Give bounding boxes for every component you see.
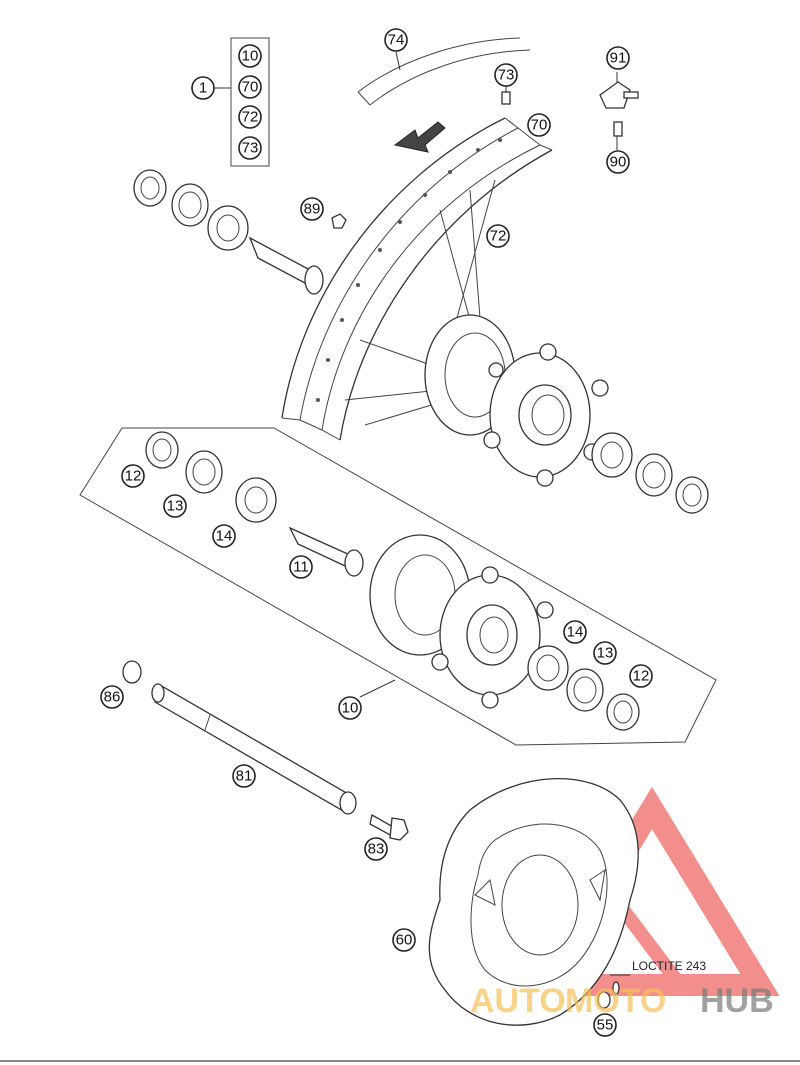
- svg-text:72: 72: [242, 109, 259, 126]
- rotation-arrow: [393, 121, 446, 153]
- svg-text:70: 70: [531, 117, 548, 134]
- nut-part: [331, 213, 347, 229]
- callout-86: 86: [100, 685, 124, 709]
- callout-89: 89: [300, 197, 324, 221]
- hub-assembled-part: [424, 314, 609, 487]
- bottom-divider: [0, 1060, 800, 1062]
- svg-text:55: 55: [597, 1017, 614, 1034]
- top-right-bearings: [591, 432, 709, 514]
- svg-text:74: 74: [388, 32, 405, 49]
- svg-text:1: 1: [199, 80, 207, 97]
- svg-text:13: 13: [597, 645, 614, 662]
- svg-text:70: 70: [242, 79, 259, 96]
- hub-kit-bearings-right: [527, 645, 640, 731]
- valve-stem-part: [613, 121, 623, 150]
- kit-group-box: [212, 37, 270, 167]
- hub-body-part: [369, 534, 554, 709]
- svg-text:91: 91: [610, 50, 627, 67]
- svg-text:89: 89: [304, 201, 321, 218]
- svg-text:90: 90: [610, 154, 627, 171]
- axle-part: [151, 683, 357, 815]
- callout-1: 1: [191, 76, 215, 100]
- svg-text:73: 73: [242, 140, 259, 157]
- callout-73: 73: [494, 63, 518, 87]
- callout-72: 72: [486, 224, 510, 248]
- svg-text:MOTO: MOTO: [565, 982, 666, 1020]
- callout-73-kit: 73: [238, 136, 262, 160]
- hub-kit-outline: [79, 427, 717, 746]
- callout-14-right: 14: [563, 620, 587, 644]
- top-left-bearings: [133, 169, 324, 295]
- callout-55: 55: [593, 1013, 617, 1037]
- svg-text:73: 73: [498, 67, 515, 84]
- svg-text:60: 60: [396, 932, 413, 949]
- svg-text:AUTO: AUTO: [470, 982, 566, 1020]
- callout-13-left: 13: [163, 494, 187, 518]
- callout-81: 81: [232, 764, 256, 788]
- callout-10: 10: [338, 696, 362, 720]
- callout-91: 91: [606, 46, 630, 70]
- callout-12-left: 12: [121, 464, 145, 488]
- disc-screw-part: [597, 974, 630, 1009]
- callout-12-right: 12: [629, 664, 653, 688]
- spacer-part: [122, 660, 142, 684]
- svg-text:11: 11: [293, 559, 309, 576]
- svg-text:72: 72: [490, 228, 507, 245]
- callout-13-right: 13: [593, 641, 617, 665]
- callout-10-kit: 10: [238, 44, 262, 68]
- svg-text:14: 14: [567, 624, 584, 641]
- svg-text:10: 10: [242, 48, 259, 65]
- callout-11: 11: [289, 555, 313, 579]
- callout-70-kit: 70: [238, 75, 262, 99]
- loctite-note: LOCTITE 243: [632, 959, 706, 973]
- svg-text:HUB: HUB: [700, 982, 774, 1020]
- hub-kit-bearings-left: [145, 431, 364, 577]
- callout-83: 83: [364, 837, 388, 861]
- svg-text:86: 86: [104, 689, 121, 706]
- callout-70: 70: [527, 113, 551, 137]
- svg-text:12: 12: [125, 468, 142, 485]
- axle-bolt-part: [369, 814, 409, 841]
- spoke-nipple-part: [501, 84, 511, 105]
- svg-text:10: 10: [342, 700, 359, 717]
- callout-60: 60: [392, 928, 416, 952]
- callout-74: 74: [384, 28, 408, 52]
- svg-text:81: 81: [236, 768, 253, 785]
- svg-text:12: 12: [633, 668, 650, 685]
- rim-part: [281, 117, 553, 441]
- callout-90: 90: [606, 150, 630, 174]
- valve-cap-part: [599, 72, 639, 109]
- svg-text:14: 14: [216, 528, 233, 545]
- callout-14-left: 14: [212, 524, 236, 548]
- callout-72-kit: 72: [238, 105, 262, 129]
- rim-tape-part: [357, 37, 531, 106]
- brake-disc-part: [428, 778, 639, 1026]
- svg-text:83: 83: [368, 841, 385, 858]
- svg-text:13: 13: [167, 498, 184, 515]
- watermark-text: AUTO MOTO HUB: [470, 982, 774, 1020]
